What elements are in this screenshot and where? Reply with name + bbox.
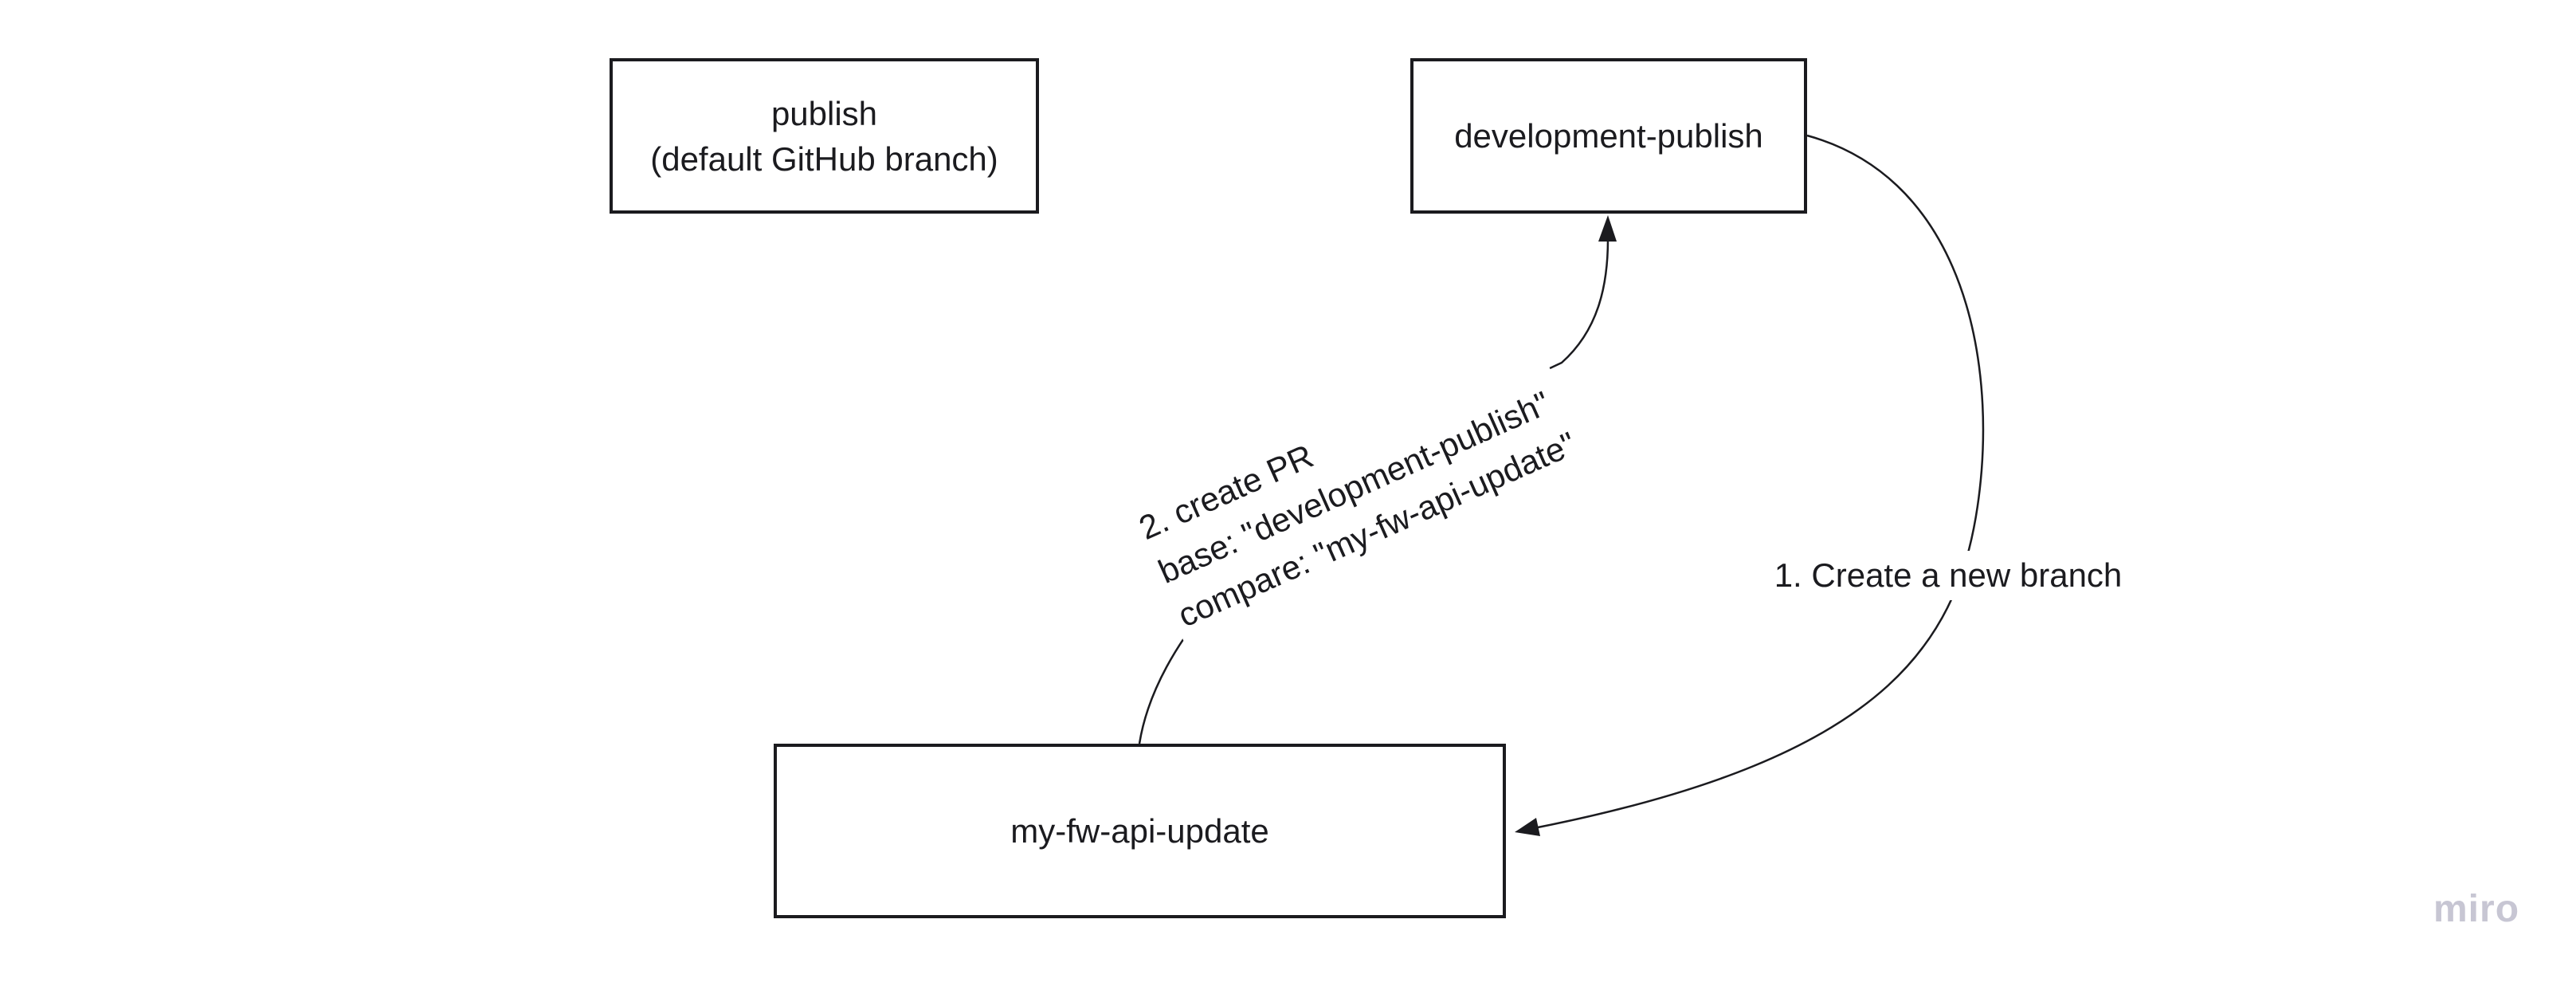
connector-create-branch[interactable] — [1529, 134, 1985, 831]
connector-label-create-branch[interactable]: 1. Create a new branch — [1764, 551, 2132, 600]
node-development-publish-branch[interactable]: development-publish — [1410, 58, 1807, 214]
arrowhead-create-branch-icon[interactable] — [1515, 818, 1540, 836]
node-label-line: (default GitHub branch) — [650, 139, 998, 178]
miro-logo: miro — [2433, 888, 2520, 930]
node-my-fw-api-update-branch[interactable]: my-fw-api-update — [774, 744, 1506, 918]
node-label: development-publish — [1454, 117, 1763, 155]
node-label-line: publish — [770, 94, 878, 132]
arrowhead-create-pr-icon[interactable] — [1598, 215, 1617, 242]
node-publish-branch[interactable]: publish (default GitHub branch) — [610, 58, 1039, 214]
node-label: my-fw-api-update — [1010, 812, 1269, 850]
